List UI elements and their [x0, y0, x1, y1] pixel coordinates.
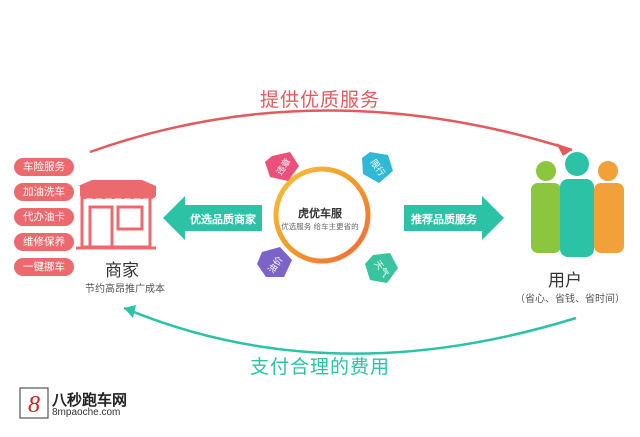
top-flow-arrow — [89, 109, 573, 154]
user-subtitle: （省心、省钱、省时间） — [515, 294, 625, 305]
bottom-flow-arrow — [123, 306, 577, 355]
site-logo-mark: 8 — [28, 392, 40, 418]
center-title: 虎优车服 — [298, 207, 342, 220]
bottom-flow-arrowhead — [124, 305, 136, 318]
merchant-name: 商家 — [105, 261, 139, 281]
service-badge: 维修保养 — [14, 233, 74, 251]
top-flow-arrowhead — [556, 143, 572, 156]
right-arrow-label: 推荐品质服务 — [411, 213, 477, 226]
feature-pentagon-restriction — [362, 152, 393, 183]
service-badge: 一键挪车 — [14, 258, 74, 276]
users-icon — [531, 152, 624, 257]
user-name: 用户 — [548, 271, 582, 291]
feature-pentagon-weather — [365, 253, 398, 283]
site-logo-name: 八秒跑车网 — [52, 392, 128, 409]
feature-pentagon-fuel — [257, 247, 292, 277]
service-badge: 代办油卡 — [14, 208, 74, 226]
left-arrow-label: 优选品质商家 — [190, 213, 256, 226]
top-flow-label: 提供优质服务 — [259, 89, 380, 111]
merchant-subtitle: 节约高昂推广成本 — [85, 284, 165, 295]
service-badge: 车险服务 — [14, 158, 74, 176]
right-arrow-shape — [404, 196, 504, 240]
left-arrow-shape — [163, 196, 262, 240]
bottom-flow-label: 支付合理的费用 — [249, 356, 390, 378]
site-logo-icon: 8 — [19, 387, 49, 419]
store-icon — [76, 180, 156, 250]
center-circle — [273, 166, 371, 264]
service-badge: 加油洗车 — [14, 183, 74, 201]
center-subtitle: 优选服务 给车主更省的 — [281, 222, 359, 231]
feature-pentagon-violation — [265, 152, 299, 181]
site-logo-url: 8mpaoche.com — [52, 407, 121, 418]
